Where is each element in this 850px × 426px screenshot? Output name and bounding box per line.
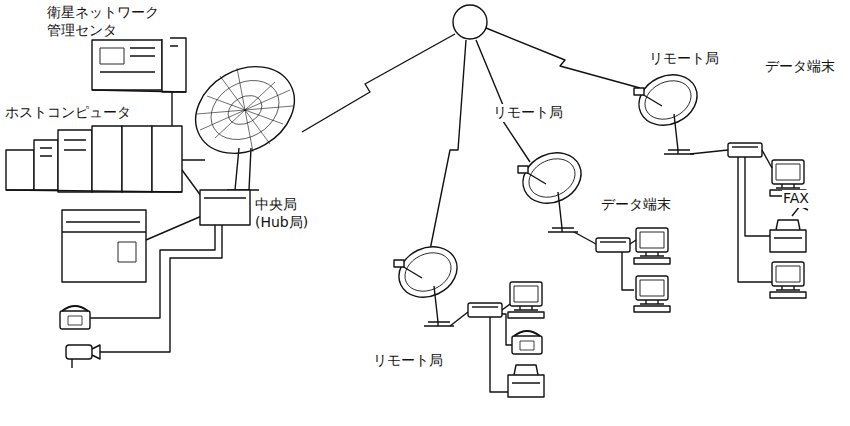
text-label: ホストコンピュータ <box>4 104 132 122</box>
text-label: リモート局 <box>648 50 720 68</box>
text-label: 衛星ネットワーク 管理センタ <box>46 4 170 39</box>
text-label: リモート局 <box>492 104 564 122</box>
text-label: FAX <box>782 190 810 208</box>
text-label: 中央局 (Hub局) <box>254 196 318 231</box>
text-label: リモート局 <box>372 352 444 370</box>
text-label: データ端末 <box>764 58 836 76</box>
text-label: データ端末 <box>600 196 672 214</box>
